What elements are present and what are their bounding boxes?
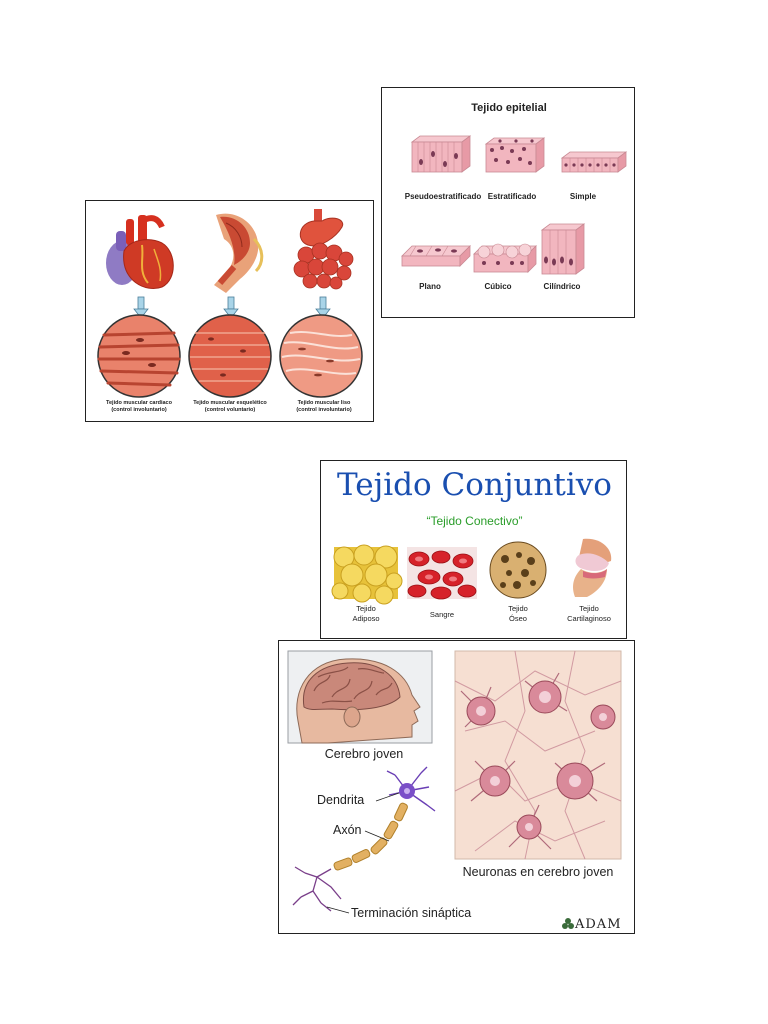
axon-label: Axón bbox=[333, 823, 362, 837]
brain-caption: Cerebro joven bbox=[324, 747, 404, 761]
adipose-label-line2: Adiposo bbox=[352, 614, 380, 623]
cartilage-label-line1: Tejido bbox=[579, 604, 599, 613]
stratified-label: Estratificado bbox=[487, 192, 537, 201]
arrow-down-icon bbox=[133, 296, 149, 319]
simple-label: Simple bbox=[569, 192, 597, 201]
brain-head-illustration bbox=[287, 650, 433, 744]
cartilage-knee-icon bbox=[573, 538, 612, 597]
columnar-tissue-icon bbox=[540, 223, 586, 275]
smooth-muscle-label-line1: Tejido muscular liso bbox=[297, 400, 351, 406]
adipose-label: Tejido Adiposo bbox=[331, 604, 401, 624]
dendrite-label: Dendrita bbox=[317, 793, 365, 807]
nervous-tissue-panel: Cerebro joven Neuronas en cerebro joven bbox=[278, 640, 635, 934]
neurons-illustration bbox=[454, 650, 622, 860]
pseudostratified-tissue-icon bbox=[410, 135, 472, 173]
bone-label-line2: Óseo bbox=[509, 614, 527, 623]
neurons-caption: Neuronas en cerebro joven bbox=[462, 865, 614, 879]
neuron-diagram bbox=[292, 766, 436, 912]
adipose-label-line1: Tejido bbox=[356, 604, 376, 613]
cardiac-muscle-label: Tejido muscular cardiaco (control involu… bbox=[90, 400, 188, 414]
squamous-label: Plano bbox=[419, 282, 441, 291]
simple-tissue-icon bbox=[560, 151, 628, 173]
stomach-intestine-icon bbox=[293, 209, 354, 290]
cuboidal-tissue-icon bbox=[473, 243, 537, 273]
cartilage-label-line2: Cartilaginoso bbox=[567, 614, 611, 623]
label-pointer-lines bbox=[326, 792, 400, 914]
stratified-tissue-icon bbox=[484, 137, 546, 173]
adam-logo-icon bbox=[562, 918, 574, 929]
heart-icon bbox=[106, 215, 174, 289]
cartilage-label: Tejido Cartilaginoso bbox=[553, 604, 625, 624]
squamous-tissue-icon bbox=[401, 245, 471, 267]
cardiac-muscle-circle bbox=[97, 314, 181, 398]
arrow-down-icon bbox=[223, 296, 239, 319]
epithelial-tissue-panel: Tejido epitelial Pseudoestratificado Est… bbox=[381, 87, 635, 318]
smooth-muscle-label: Tejido muscular liso (control involuntar… bbox=[276, 400, 372, 414]
blood-cells-icon bbox=[407, 547, 477, 600]
muscle-tissue-panel: Tejido muscular cardiaco (control involu… bbox=[85, 200, 374, 422]
bone-tissue-icon bbox=[489, 541, 547, 599]
adipose-tissue-icon bbox=[331, 544, 403, 605]
cuboidal-label: Cúbico bbox=[484, 282, 512, 291]
smooth-muscle-circle bbox=[279, 314, 363, 398]
epithelial-title: Tejido epitelial bbox=[471, 102, 547, 114]
skeletal-muscle-circle bbox=[188, 314, 272, 398]
pseudostratified-label: Pseudoestratificado bbox=[404, 192, 482, 201]
connective-tissue-panel: Tejido Conjuntivo “Tejido Conectivo” Te bbox=[320, 460, 627, 639]
cardiac-muscle-label-line1: Tejido muscular cardiaco bbox=[106, 400, 172, 406]
terminal-label: Terminación sináptica bbox=[351, 906, 472, 920]
columnar-label: Cilíndrico bbox=[543, 282, 581, 291]
skeletal-muscle-label: Tejido muscular esquelético (control vol… bbox=[182, 400, 278, 414]
connective-subtitle: “Tejido Conectivo” bbox=[426, 514, 523, 528]
blood-label-line1: Sangre bbox=[429, 610, 455, 619]
arrow-down-icon bbox=[315, 296, 331, 319]
bone-label-line1: Tejido bbox=[508, 604, 528, 613]
smooth-muscle-label-line2: (control involuntario) bbox=[296, 407, 352, 413]
skeletal-muscle-label-line2: (control voluntario) bbox=[204, 407, 256, 413]
adam-logo: ADAM bbox=[575, 917, 622, 932]
blood-label: Sangre bbox=[407, 610, 477, 620]
arm-muscle-icon bbox=[214, 213, 264, 293]
bone-label: Tejido Óseo bbox=[485, 604, 551, 624]
cardiac-muscle-label-line2: (control involuntario) bbox=[111, 407, 167, 413]
skeletal-muscle-label-line1: Tejido muscular esquelético bbox=[193, 400, 267, 406]
connective-title: Tejido Conjuntivo bbox=[337, 467, 612, 503]
